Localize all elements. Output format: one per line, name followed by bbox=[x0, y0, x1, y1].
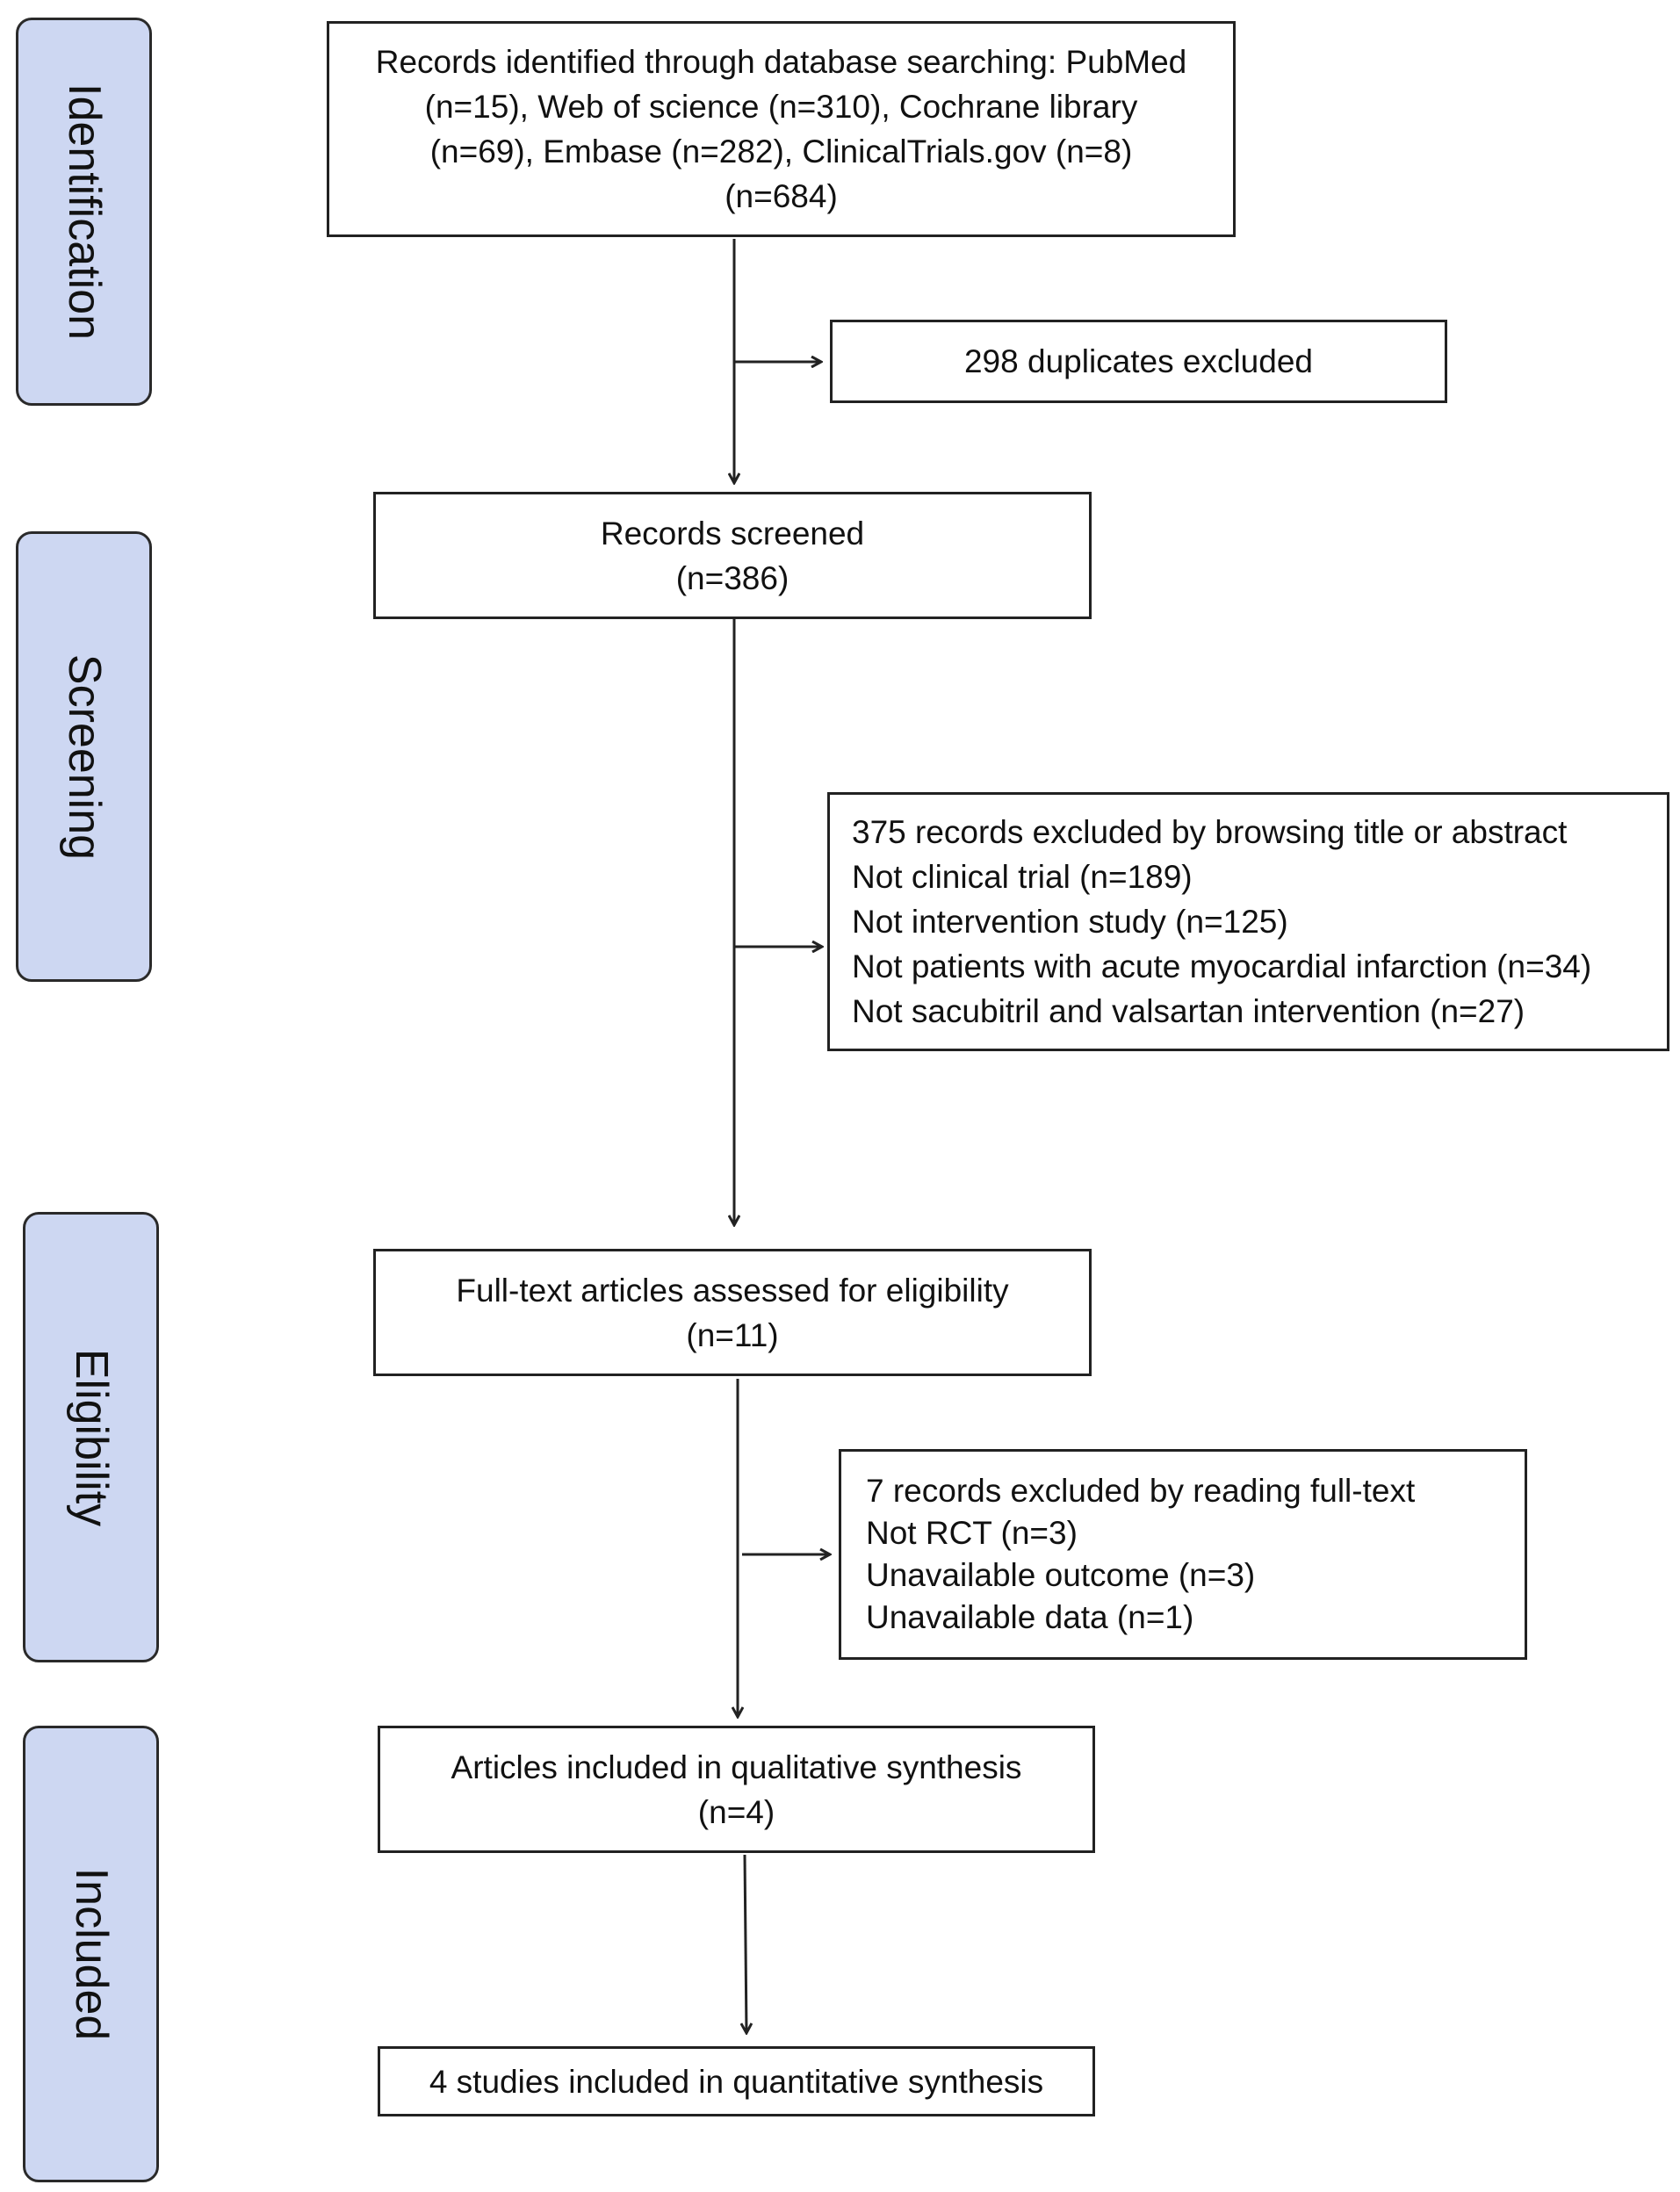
fulltext-assessed-box: Full-text articles assessed for eligibil… bbox=[373, 1249, 1092, 1376]
box-line: Unavailable outcome (n=3) bbox=[866, 1557, 1256, 1593]
box-line: Not sacubitril and valsartan interventio… bbox=[852, 993, 1525, 1029]
arrow-qualitative-to-quantitative bbox=[745, 1854, 746, 2033]
box-line: Full-text articles assessed for eligibil… bbox=[456, 1272, 1009, 1309]
records-screened-box: Records screened (n=386) bbox=[373, 492, 1092, 619]
box-line: (n=684) bbox=[725, 178, 838, 214]
stage-included: Included bbox=[23, 1726, 159, 2182]
records-excluded-title-box: 375 records excluded by browsing title o… bbox=[827, 792, 1669, 1051]
records-identified-box: Records identified through database sear… bbox=[327, 21, 1236, 237]
box-line: (n=4) bbox=[697, 1793, 775, 1830]
duplicates-excluded-box: 298 duplicates excluded bbox=[830, 320, 1447, 403]
box-line: Not RCT (n=3) bbox=[866, 1515, 1078, 1551]
box-line: (n=11) bbox=[686, 1316, 779, 1353]
box-line: Records screened bbox=[600, 515, 865, 552]
box-line: Not clinical trial (n=189) bbox=[852, 859, 1193, 895]
box-line: Records identified through database sear… bbox=[375, 44, 1187, 80]
qualitative-synthesis-box: Articles included in qualitative synthes… bbox=[378, 1726, 1095, 1853]
stage-identification: Identification bbox=[16, 18, 152, 406]
stage-eligibility: Eligibility bbox=[23, 1212, 159, 1662]
box-line: (n=15), Web of science (n=310), Cochrane… bbox=[424, 89, 1138, 125]
box-line: Not intervention study (n=125) bbox=[852, 904, 1288, 940]
stage-screening: Screening bbox=[16, 531, 152, 982]
box-line: 7 records excluded by reading full-text bbox=[866, 1473, 1416, 1509]
box-line: 375 records excluded by browsing title o… bbox=[852, 814, 1568, 850]
records-excluded-fulltext-box: 7 records excluded by reading full-text … bbox=[839, 1449, 1527, 1660]
box-line: (n=69), Embase (n=282), ClinicalTrials.g… bbox=[429, 133, 1133, 169]
box-line: (n=386) bbox=[675, 559, 790, 596]
box-line: Unavailable data (n=1) bbox=[866, 1599, 1194, 1635]
box-line: Not patients with acute myocardial infar… bbox=[852, 948, 1592, 984]
box-line: 4 studies included in quantitative synth… bbox=[429, 2063, 1044, 2100]
quantitative-synthesis-box: 4 studies included in quantitative synth… bbox=[378, 2046, 1095, 2116]
box-line: 298 duplicates excluded bbox=[963, 343, 1313, 379]
box-line: Articles included in qualitative synthes… bbox=[451, 1749, 1022, 1785]
